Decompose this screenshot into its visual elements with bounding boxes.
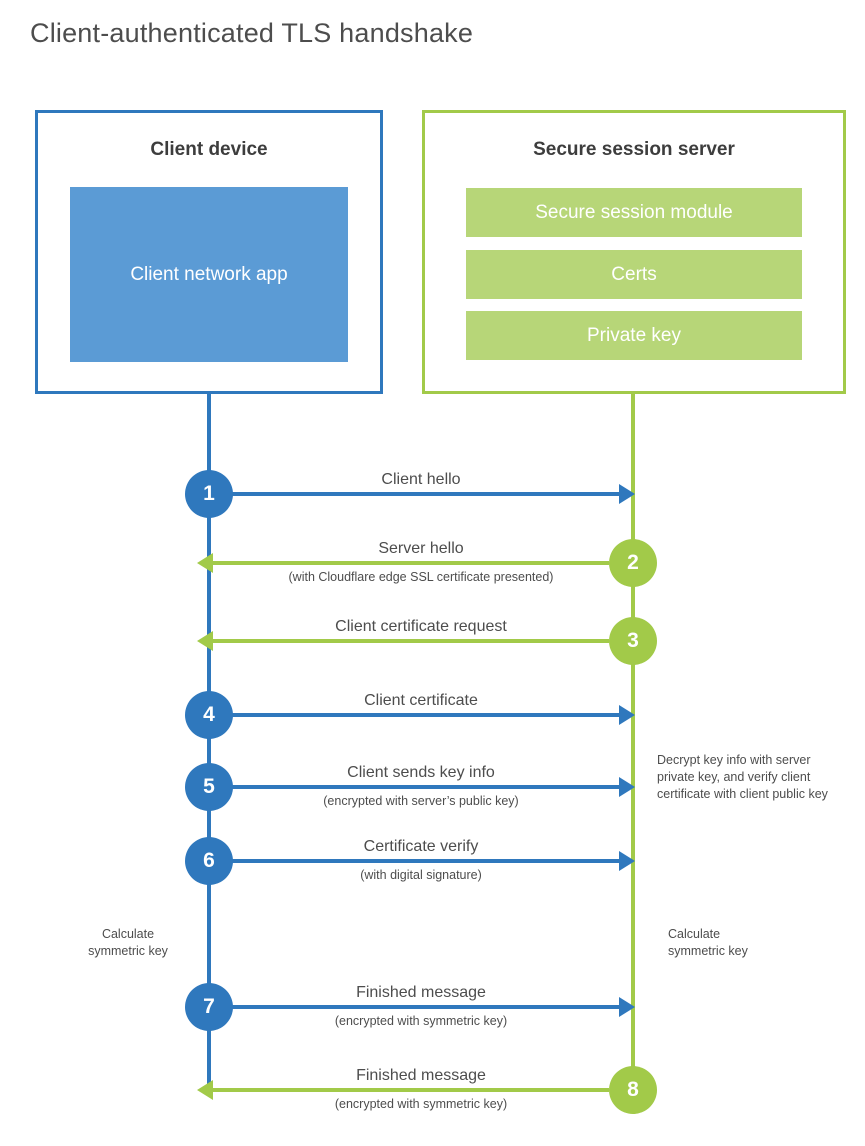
client-lifeline	[207, 392, 211, 1092]
step-4-client-certificate: 4 Client certificate	[185, 691, 657, 739]
step-2-server-hello: 2 Server hello (with Cloudflare edge SSL…	[185, 539, 657, 587]
step-7-sublabel: (encrypted with symmetric key)	[334, 1014, 508, 1028]
step-5-number-badge: 5	[185, 763, 233, 811]
step-6-number-badge: 6	[185, 837, 233, 885]
client-network-app-box: Client network app	[70, 187, 348, 362]
step-3-label: Client certificate request	[335, 618, 507, 635]
step-2-arrowhead-left-icon	[197, 553, 213, 573]
step-4-arrowhead-right-icon	[619, 705, 635, 725]
server-module-label: Secure session module	[535, 201, 733, 223]
step-6-arrowhead-right-icon	[619, 851, 635, 871]
step-4-label: Client certificate	[364, 692, 478, 709]
step-5-sublabel: (encrypted with server’s public key)	[323, 794, 519, 808]
step-8-label: Finished message	[356, 1067, 486, 1084]
step-1-label: Client hello	[381, 471, 461, 488]
step-4-number-badge: 4	[185, 691, 233, 739]
step-5-arrow	[231, 785, 623, 789]
step-5-client-sends-key-info: 5 Client sends key info (encrypted with …	[185, 763, 657, 811]
note-decrypt-key-info: Decrypt key info with server private key…	[657, 753, 828, 801]
client-network-app-label: Client network app	[130, 263, 288, 285]
note-calculate-symmetric-key-server: Calculate symmetric key	[668, 927, 748, 958]
step-7-arrow	[231, 1005, 623, 1009]
step-2-sublabel: (with Cloudflare edge SSL certificate pr…	[288, 570, 554, 584]
step-8-number-badge: 8	[609, 1066, 657, 1114]
step-7-arrowhead-right-icon	[619, 997, 635, 1017]
server-module-secure-session: Secure session module	[466, 188, 802, 237]
step-6-label: Certificate verify	[363, 838, 479, 855]
client-device-title: Client device	[150, 139, 268, 160]
step-3-arrowhead-left-icon	[197, 631, 213, 651]
step-3-number-badge: 3	[609, 617, 657, 665]
step-6-certificate-verify: 6 Certificate verify (with digital signa…	[185, 837, 657, 885]
step-8-finished-message: 8 Finished message (encrypted with symme…	[185, 1066, 657, 1114]
step-2-label: Server hello	[378, 540, 464, 557]
step-4-arrow	[231, 713, 623, 717]
step-1-arrow	[231, 492, 623, 496]
step-7-finished-message: 7 Finished message (encrypted with symme…	[185, 983, 657, 1031]
step-1-client-hello: 1 Client hello	[185, 470, 657, 518]
step-2-number-badge: 2	[609, 539, 657, 587]
step-6-arrow	[231, 859, 623, 863]
step-6-sublabel: (with digital signature)	[360, 868, 482, 882]
step-1-number-badge: 1	[185, 470, 233, 518]
note-calculate-symmetric-key-client: Calculate symmetric key	[88, 927, 168, 958]
secure-session-server-title: Secure session server	[533, 139, 735, 160]
server-lifeline	[631, 392, 635, 1095]
server-module-label: Private key	[587, 324, 681, 346]
step-8-arrow	[211, 1088, 609, 1092]
step-5-label: Client sends key info	[347, 764, 495, 781]
page-title: Client-authenticated TLS handshake	[30, 18, 474, 48]
server-module-certs: Certs	[466, 250, 802, 299]
step-3-arrow	[211, 639, 609, 643]
step-1-arrowhead-right-icon	[619, 484, 635, 504]
step-2-arrow	[211, 561, 609, 565]
step-7-label: Finished message	[356, 984, 486, 1001]
step-7-number-badge: 7	[185, 983, 233, 1031]
server-module-label: Certs	[611, 263, 657, 285]
server-module-private-key: Private key	[466, 311, 802, 360]
secure-session-server-box: Secure session server Secure session mod…	[422, 110, 846, 394]
step-8-arrowhead-left-icon	[197, 1080, 213, 1100]
step-5-arrowhead-right-icon	[619, 777, 635, 797]
step-3-client-certificate-request: 3 Client certificate request	[185, 617, 657, 665]
client-device-box: Client device Client network app	[35, 110, 383, 394]
step-8-sublabel: (encrypted with symmetric key)	[334, 1097, 508, 1111]
